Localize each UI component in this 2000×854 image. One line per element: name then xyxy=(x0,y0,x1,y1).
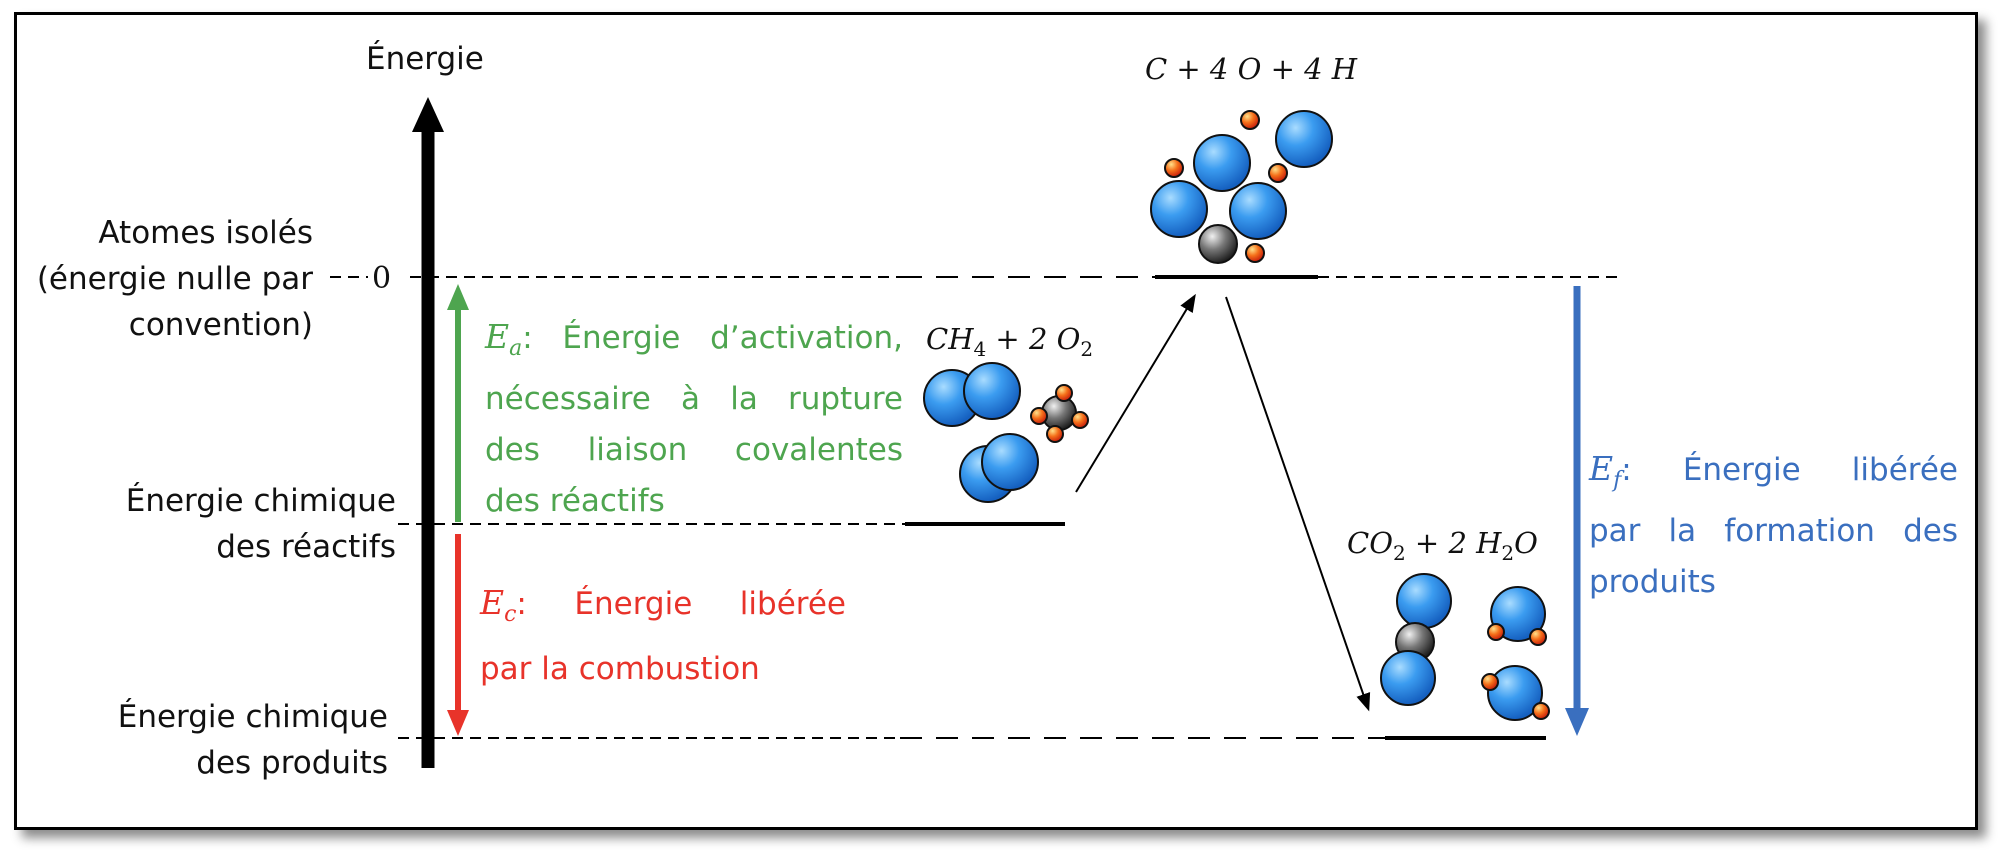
products-energy-label: Énergie chimique des produits xyxy=(20,694,388,786)
products-energy-label-line: des produits xyxy=(196,745,388,781)
reactants-formula-subscript: 4 xyxy=(973,336,987,361)
formation-energy-line: produits xyxy=(1589,564,1716,601)
atoms-formula: C + 4 O + 4 H xyxy=(1145,52,1358,86)
activation-path-arrow xyxy=(1075,293,1196,493)
formation-energy-subscript: f xyxy=(1613,468,1622,494)
formation-energy-line: par la formation des xyxy=(1589,513,1958,550)
combustion-energy-text: Ec: Énergie libérée par la combustion xyxy=(480,575,846,697)
combustion-energy-symbol: E xyxy=(480,583,505,622)
products-formula: CO2 + 2 H2O xyxy=(1347,526,1538,565)
isolated-atoms-label-line: convention) xyxy=(128,307,313,343)
formation-energy-arrow xyxy=(1565,286,1589,736)
formation-energy-text: Ef: Énergie libérée par la formation des… xyxy=(1589,443,1958,608)
activation-energy-arrow xyxy=(447,284,469,522)
activation-energy-line: nécessaire à la rupture xyxy=(485,381,903,418)
axis-title: Énergie xyxy=(366,41,484,77)
isolated-atoms-illustration xyxy=(1150,110,1333,264)
diagram-frame xyxy=(14,12,1978,830)
reactants-formula-subscript: 2 xyxy=(1080,336,1094,361)
products-molecules-illustration xyxy=(1380,573,1550,721)
formation-energy-line: Ef: Énergie libérée xyxy=(1589,443,1958,506)
reactants-energy-label-line: Énergie chimique xyxy=(125,483,396,519)
activation-energy-line: des liaison covalentes xyxy=(485,432,903,469)
products-formula-part: O xyxy=(1514,526,1538,560)
formation-path-arrow xyxy=(1225,296,1371,712)
combustion-energy-line: Ec: Énergie libérée xyxy=(480,575,846,642)
formation-energy-line-text: : Énergie libérée xyxy=(1621,452,1958,488)
activation-energy-line: des réactifs xyxy=(485,483,665,520)
reactants-energy-label: Énergie chimique des réactifs xyxy=(20,478,396,570)
products-energy-label-line: Énergie chimique xyxy=(117,699,388,735)
products-formula-subscript: 2 xyxy=(1392,540,1406,565)
reactants-formula-part: + 2 O xyxy=(986,322,1081,356)
isolated-atoms-label-line: (énergie nulle par xyxy=(36,261,313,297)
reactants-formula-part: CH xyxy=(926,322,974,356)
activation-energy-text: Ea: Énergie d’activation, nécessaire à l… xyxy=(485,311,903,527)
products-formula-subscript: 2 xyxy=(1501,540,1515,565)
activation-energy-line-text: : Énergie d’activation, xyxy=(522,320,903,356)
activation-energy-subscript: a xyxy=(509,336,523,362)
isolated-atoms-label: Atomes isolés (énergie nulle par convent… xyxy=(20,210,313,348)
products-formula-part: + 2 H xyxy=(1405,526,1502,560)
activation-energy-line: Ea: Énergie d’activation, xyxy=(485,311,903,374)
reactants-formula: CH4 + 2 O2 xyxy=(926,322,1093,361)
reactants-energy-label-line: des réactifs xyxy=(216,529,396,565)
isolated-atoms-label-line: Atomes isolés xyxy=(98,215,313,251)
formation-energy-symbol: E xyxy=(1589,449,1614,488)
combustion-energy-line: par la combustion xyxy=(480,651,760,688)
combustion-energy-subscript: c xyxy=(504,602,517,628)
products-formula-part: CO xyxy=(1347,526,1393,560)
combustion-energy-arrow xyxy=(447,534,469,736)
zero-energy-label: 0 xyxy=(372,261,392,296)
activation-energy-symbol: E xyxy=(485,317,510,356)
reactants-molecules-illustration xyxy=(923,362,1089,503)
combustion-energy-line-text: : Énergie libérée xyxy=(516,586,846,622)
energy-axis xyxy=(412,97,444,768)
